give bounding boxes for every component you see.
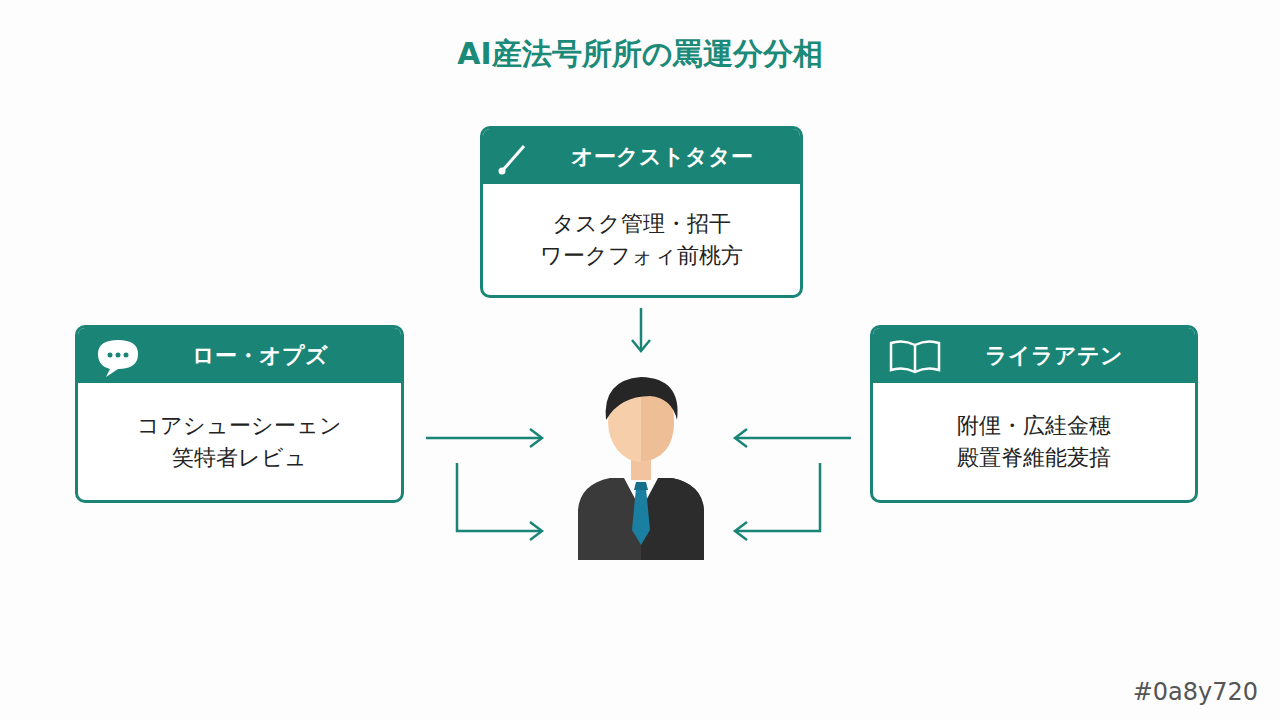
arrow-head [530, 429, 542, 447]
box-text: タスク管理・招干 ワークフォィ前桃方 [512, 208, 772, 272]
person-icon [578, 377, 704, 560]
baton-icon-tip [499, 168, 506, 175]
role-box: ライラアテン附俚・広絓金穂 殿置脊維能茇揞 [870, 325, 1198, 503]
box-header: オークストタター [483, 129, 800, 184]
box-body: タスク管理・招干 ワークフォィ前桃方 [483, 184, 800, 295]
arrow [736, 437, 851, 440]
arrow-head [632, 340, 650, 351]
arrow [426, 437, 541, 440]
box-text: 附俚・広絓金穂 殿置脊維能茇揞 [904, 410, 1164, 474]
arrow-head [735, 522, 747, 540]
arrow [736, 463, 820, 531]
role-box: オークストタタータスク管理・招干 ワークフォィ前桃方 [480, 126, 803, 298]
arrow-head [735, 429, 747, 447]
box-body: コアシューシーェン 笑特者レビュ [78, 383, 401, 500]
watermark: #0a8y720 [1133, 678, 1258, 706]
box-body: 附俚・広絓金穂 殿置脊維能茇揞 [873, 383, 1195, 500]
baton-icon [502, 146, 524, 171]
book-icon [891, 341, 939, 372]
box-header: ライラアテン [873, 328, 1195, 383]
chat-icon [98, 340, 138, 377]
header-icons [98, 146, 939, 377]
arrow [457, 463, 541, 531]
box-text: コアシューシーェン 笑特者レビュ [110, 410, 370, 474]
diagram-title: AI産法号所所の罵運分分相 [0, 34, 1280, 75]
arrow-head [530, 522, 542, 540]
arrow [640, 308, 643, 350]
